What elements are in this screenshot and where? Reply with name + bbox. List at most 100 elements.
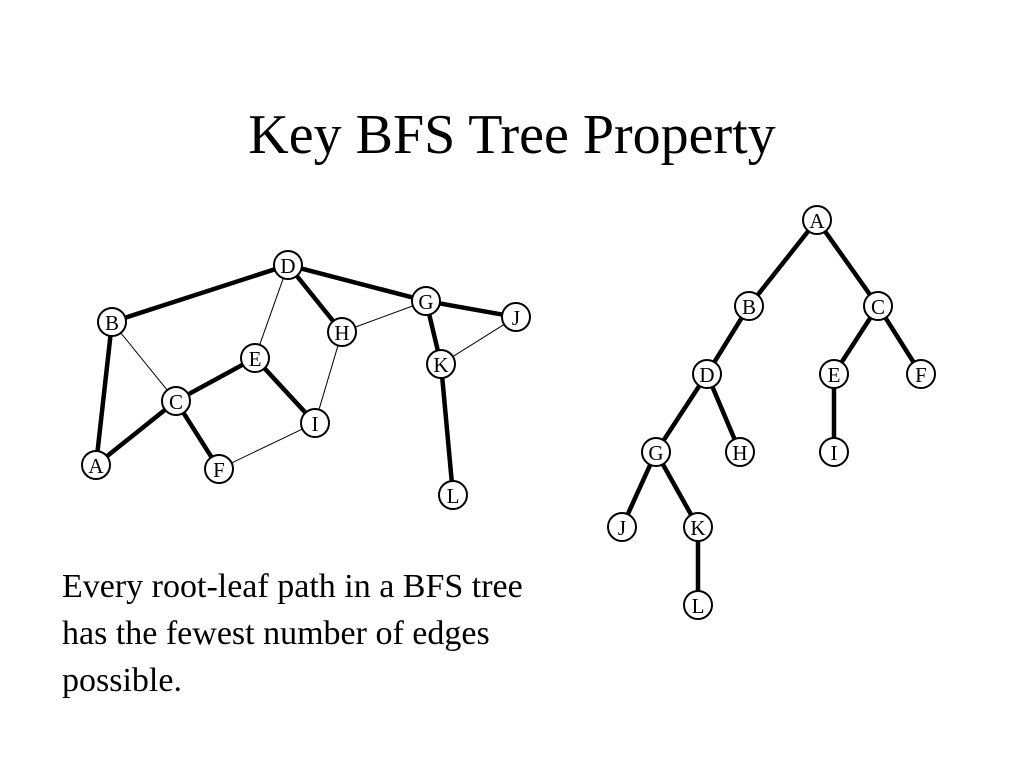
tree-edge-g-k <box>660 461 694 518</box>
graph-tree-edge-e-i <box>262 366 308 415</box>
caption-line-3: possible. <box>62 662 182 699</box>
graph-node-l: L <box>438 480 468 510</box>
bfs-tree-diagram: A B D G J K L H C E I F <box>607 205 936 620</box>
graph-node-e: E <box>240 343 270 373</box>
graph-tree-edge-d-g <box>299 266 415 300</box>
tree-edge-d-g <box>661 383 702 443</box>
graph-node-label: B <box>105 311 119 335</box>
bfs-tree-edges <box>625 228 916 594</box>
graph-node-circle <box>327 317 357 347</box>
graph-node-label: G <box>418 290 433 314</box>
tree-node-d: D <box>692 359 722 389</box>
graph-node-circle <box>426 349 456 379</box>
graph-node-label: I <box>312 412 319 436</box>
caption-line-1: Every root-leaf path in a BFS tree <box>62 568 523 605</box>
graph-node-circle <box>501 302 531 332</box>
graph-nontree-edge-f-i <box>231 428 303 464</box>
tree-node-circle <box>863 291 893 321</box>
graph-node-label: L <box>447 484 460 508</box>
graph-tree-edge-g-k <box>426 312 441 353</box>
slide-title: Key BFS Tree Property <box>248 104 776 166</box>
graph-node-h: H <box>327 317 357 347</box>
tree-node-label: L <box>692 594 705 618</box>
tree-node-circle <box>641 437 671 467</box>
graph-node-circle <box>204 454 234 484</box>
graph-nontree-edge-b-c <box>120 332 168 391</box>
graph-node-label: A <box>88 454 104 478</box>
graph-node-circle <box>300 408 330 438</box>
tree-node-circle <box>683 590 713 620</box>
tree-edge-c-f <box>883 315 916 365</box>
graph-node-c: C <box>161 386 191 416</box>
tree-edge-c-e <box>839 315 873 365</box>
graph-nontree-edge-j-k <box>452 324 505 357</box>
graph-node-k: K <box>426 349 456 379</box>
tree-edge-b-d <box>712 315 744 365</box>
tree-node-f: F <box>906 359 936 389</box>
graph-node-f: F <box>204 454 234 484</box>
graph-nodes: A B C D E F G H I J K L <box>81 250 531 510</box>
tree-node-a: A <box>802 205 832 235</box>
tree-edge-a-b <box>755 228 811 298</box>
graph-node-label: K <box>433 353 448 377</box>
tree-edge-a-c <box>822 229 873 297</box>
tree-node-circle <box>819 437 849 467</box>
graph-node-j: J <box>501 302 531 332</box>
graph-nontree-edge-d-e <box>259 278 284 345</box>
graph-node-label: C <box>169 390 183 414</box>
caption-text: Every root-leaf path in a BFS tree has t… <box>62 563 622 704</box>
graph-node-circle <box>161 386 191 416</box>
graph-node-g: G <box>411 286 441 316</box>
graph-node-a: A <box>81 450 111 480</box>
graph-edges <box>95 266 505 484</box>
tree-node-g: G <box>641 437 671 467</box>
graph-nontree-edge-h-i <box>318 345 339 410</box>
tree-node-i: I <box>819 437 849 467</box>
tree-edge-d-h <box>710 384 737 442</box>
tree-node-label: H <box>732 441 747 465</box>
tree-node-label: J <box>618 516 626 540</box>
tree-node-circle <box>683 512 713 542</box>
tree-node-b: B <box>734 291 764 321</box>
graph-tree-edge-a-b <box>95 333 113 454</box>
graph-tree-edge-a-c <box>104 407 168 459</box>
tree-node-k: K <box>683 512 713 542</box>
graph-node-circle <box>240 343 270 373</box>
graph-node-i: I <box>300 408 330 438</box>
graph-tree-edge-d-h <box>294 273 336 324</box>
graph-node-b: B <box>97 307 127 337</box>
tree-node-label: I <box>831 441 838 465</box>
graph-tree-edge-k-l <box>440 375 454 484</box>
graph-tree-edge-c-f <box>181 410 214 460</box>
graph-diagram: A B C D E F G H I J K L <box>81 250 531 510</box>
graph-nontree-edge-h-g <box>354 305 414 328</box>
graph-node-circle <box>438 480 468 510</box>
tree-node-label: F <box>915 363 927 387</box>
graph-node-circle <box>97 307 127 337</box>
tree-node-circle <box>734 291 764 321</box>
tree-node-label: C <box>871 295 885 319</box>
graph-node-d: D <box>273 250 303 280</box>
graph-node-circle <box>411 286 441 316</box>
graph-node-label: D <box>280 254 295 278</box>
tree-node-l: L <box>683 590 713 620</box>
graph-tree-edge-b-d <box>123 267 277 320</box>
graph-node-circle <box>81 450 111 480</box>
graph-node-label: E <box>249 347 262 371</box>
graph-node-circle <box>273 250 303 280</box>
graph-tree-edge-c-e <box>186 362 245 397</box>
graph-tree-edge-g-j <box>437 301 505 317</box>
tree-node-label: G <box>648 441 663 465</box>
tree-node-label: B <box>742 295 756 319</box>
tree-node-label: D <box>699 363 714 387</box>
tree-node-circle <box>725 437 755 467</box>
bfs-tree-nodes: A B D G J K L H C E I F <box>607 205 936 620</box>
tree-node-c: C <box>863 291 893 321</box>
tree-node-e: E <box>819 359 849 389</box>
tree-node-label: K <box>690 516 705 540</box>
graph-node-label: J <box>512 306 520 330</box>
graph-node-label: H <box>334 321 349 345</box>
tree-node-circle <box>906 359 936 389</box>
tree-node-label: E <box>828 363 841 387</box>
